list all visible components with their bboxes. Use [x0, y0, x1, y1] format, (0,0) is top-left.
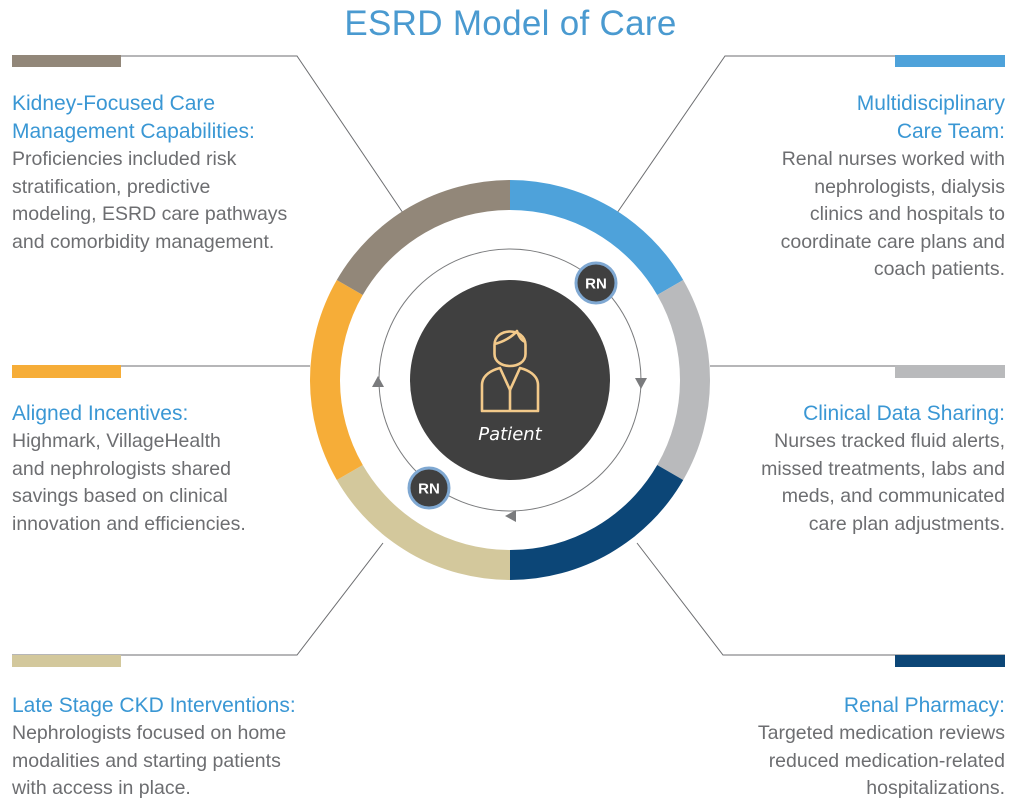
block-clinical-heading: Clinical Data Sharing: — [803, 402, 1005, 425]
ring-segment-kidney — [336, 180, 510, 295]
rn-badge-top-label: RN — [585, 276, 607, 293]
block-pharmacy-heading: Renal Pharmacy: — [843, 694, 1005, 717]
patient-label: Patient — [478, 424, 542, 445]
ring-segment-clinical-data — [657, 280, 711, 480]
rn-badge-top: RN — [574, 261, 618, 305]
block-multidisciplinary-heading: Multidisciplinary Care Team: — [856, 92, 1005, 143]
cycle-arrow-left — [372, 376, 384, 387]
block-clinical-description: Nurses tracked fluid alerts, missed trea… — [761, 430, 1005, 535]
care-ring — [309, 180, 711, 580]
ring-segment-aligned — [309, 280, 363, 480]
block-kidney-heading: Kidney-Focused Care Management Capabilit… — [12, 92, 255, 143]
block-multidisciplinary-description: Renal nurses worked with nephrologists, … — [780, 148, 1005, 280]
block-pharmacy-description: Targeted medication reviews reduced medi… — [757, 722, 1005, 799]
block-late-stage-heading: Late Stage CKD Interventions: — [12, 694, 296, 717]
rn-badge-bottom-label: RN — [418, 481, 440, 498]
ring-segment-late-stage — [336, 465, 510, 580]
cycle-arrow-right — [635, 378, 647, 389]
block-aligned-incentives: Aligned Incentives: Highmark, VillageHea… — [12, 400, 352, 538]
color-bar-multidisciplinary — [895, 55, 1005, 67]
ring-segment-pharmacy — [510, 465, 684, 580]
block-kidney-description: Proficiencies included risk stratificati… — [12, 148, 288, 253]
block-renal-pharmacy: Renal Pharmacy: Targeted medication revi… — [665, 692, 1005, 803]
block-multidisciplinary: Multidisciplinary Care Team: Renal nurse… — [665, 90, 1005, 284]
color-bar-pharmacy — [895, 655, 1005, 667]
block-kidney-focused: Kidney-Focused Care Management Capabilit… — [12, 90, 352, 256]
color-bar-late-stage — [12, 655, 121, 667]
rn-badge-bottom: RN — [407, 466, 451, 510]
color-bar-aligned — [12, 365, 121, 378]
block-aligned-description: Highmark, VillageHealth and nephrologist… — [12, 430, 246, 535]
patient-person-icon — [480, 329, 540, 413]
cycle-arrow-bottom — [505, 510, 516, 522]
color-bar-kidney — [12, 55, 121, 67]
page-title: ESRD Model of Care — [344, 4, 677, 43]
block-aligned-heading: Aligned Incentives: — [12, 402, 189, 425]
block-late-stage-ckd: Late Stage CKD Interventions: Nephrologi… — [12, 692, 352, 803]
patient-circle — [410, 280, 610, 480]
ring-segment-multidisciplinary — [510, 180, 684, 295]
color-bar-clinical — [895, 365, 1005, 378]
connector-late-stage — [12, 542, 384, 656]
connector-pharmacy — [636, 542, 1005, 656]
block-late-stage-description: Nephrologists focused on home modalities… — [12, 722, 287, 799]
block-clinical-data-sharing: Clinical Data Sharing: Nurses tracked fl… — [665, 400, 1005, 538]
